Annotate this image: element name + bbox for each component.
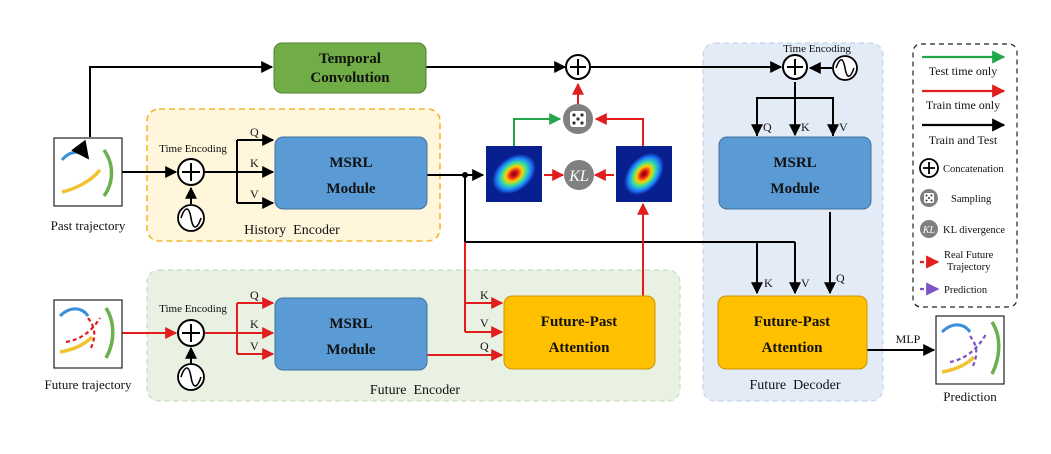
legend-box xyxy=(912,43,1018,308)
legend-train-time: Train time only xyxy=(926,98,1000,112)
history-distribution-heatmap xyxy=(486,146,542,202)
future-k-label: K xyxy=(250,317,259,331)
temporal-convolution-box: Temporal Convolution xyxy=(273,42,427,94)
decoder-msrl-box: MSRL Module xyxy=(718,136,872,210)
kl-label: KL xyxy=(568,168,589,185)
history-msrl-box: MSRL Module xyxy=(274,136,428,210)
branch-dot xyxy=(462,172,468,178)
future-decoder-label: Future Decoder xyxy=(750,378,841,393)
history-v-label: V xyxy=(250,187,259,201)
time-encoder-history xyxy=(177,204,205,232)
legend-real-future-line1: Real Future xyxy=(944,250,994,261)
legend-concatenation: Concatenation xyxy=(943,164,1004,175)
legend-train-and-test: Train and Test xyxy=(929,133,998,147)
legend-test-time: Test time only xyxy=(929,64,997,78)
legend-sampling: Sampling xyxy=(951,194,992,205)
dec-fpa-k-label: K xyxy=(764,276,773,290)
trajectory-arrows-icon xyxy=(60,139,90,162)
green-arrow xyxy=(513,113,562,146)
future-msrl-box: MSRL Module xyxy=(274,297,428,371)
decoder-msrl-line2: Module xyxy=(770,181,820,197)
concat-top xyxy=(565,54,591,80)
legend-real-future-line2: Trajectory xyxy=(947,262,991,273)
decoder-msrl-line1: MSRL xyxy=(773,155,816,171)
sine-wave-icon xyxy=(180,208,202,228)
past-trajectory-panel xyxy=(53,137,123,207)
trajectory-arrows-icon xyxy=(58,307,90,318)
future-v-label: V xyxy=(250,339,259,353)
time-encoding-decoder-label: Time Encoding xyxy=(783,43,851,55)
encoder-future-past-attention-box: Future-Past Attention xyxy=(503,295,656,370)
enc-fpa-v-label: V xyxy=(480,316,489,330)
future-msrl-line1: MSRL xyxy=(329,316,372,332)
future-trajectory-panel xyxy=(53,299,123,369)
concat-future xyxy=(177,319,205,347)
legend-sampling-icon xyxy=(920,189,938,207)
temporal-label-line1: Temporal xyxy=(319,51,381,67)
black-arrows xyxy=(89,61,936,364)
dec-msrl-k-label: K xyxy=(801,120,810,134)
sine-wave-icon xyxy=(835,59,855,77)
future-trajectory-label: Future trajectory xyxy=(45,377,132,392)
dec-fpa-q-label: Q xyxy=(836,271,845,285)
kl-node: KL xyxy=(564,160,594,190)
past-trajectory-label: Past trajectory xyxy=(51,218,126,233)
legend-prediction: Prediction xyxy=(944,285,988,296)
mlp-label: MLP xyxy=(896,332,921,346)
concat-history xyxy=(177,158,205,186)
decoder-fpa-line1: Future-Past xyxy=(754,314,830,330)
dec-msrl-v-label: V xyxy=(839,120,848,134)
history-msrl-line1: MSRL xyxy=(329,155,372,171)
decoder-future-past-attention-box: Future-Past Attention xyxy=(717,295,868,370)
time-encoder-future xyxy=(177,363,205,391)
prediction-label: Prediction xyxy=(943,389,997,404)
future-distribution-heatmap xyxy=(616,146,672,202)
legend-kl-divergence: KL divergence xyxy=(943,225,1005,236)
legend-concat-icon xyxy=(919,158,939,178)
time-encoding-future-label: Time Encoding xyxy=(159,303,227,315)
enc-fpa-q-label: Q xyxy=(480,339,489,353)
decoder-fpa-line2: Attention xyxy=(762,340,823,356)
sampling-node xyxy=(563,104,593,134)
concat-decoder xyxy=(782,54,808,80)
future-encoder-label: Future Encoder xyxy=(370,383,461,398)
history-encoder-label: History Encoder xyxy=(244,223,340,238)
legend: Test time only Train time only Train and… xyxy=(919,50,1005,296)
trajectory-arrows-icon xyxy=(940,323,972,334)
sine-wave-icon xyxy=(180,367,202,387)
red-arrows xyxy=(122,82,649,361)
encoder-fpa-line1: Future-Past xyxy=(541,314,617,330)
temporal-label-line2: Convolution xyxy=(310,70,390,86)
prediction-panel xyxy=(935,315,1005,385)
legend-kl-text: KL xyxy=(922,225,936,236)
history-msrl-line2: Module xyxy=(326,181,376,197)
encoder-fpa-line2: Attention xyxy=(549,340,610,356)
gaussian-heatmap-icon xyxy=(624,152,664,196)
gaussian-heatmap-icon xyxy=(492,154,536,194)
enc-fpa-k-label: K xyxy=(480,288,489,302)
history-q-label: Q xyxy=(250,125,259,139)
dec-msrl-q-label: Q xyxy=(763,120,772,134)
history-k-label: K xyxy=(250,156,259,170)
future-msrl-line2: Module xyxy=(326,342,376,358)
dec-fpa-v-label: V xyxy=(801,276,810,290)
time-encoding-history-label: Time Encoding xyxy=(159,143,227,155)
time-encoder-decoder xyxy=(832,55,858,81)
legend-kl-icon: KL xyxy=(920,220,938,238)
future-q-label: Q xyxy=(250,288,259,302)
